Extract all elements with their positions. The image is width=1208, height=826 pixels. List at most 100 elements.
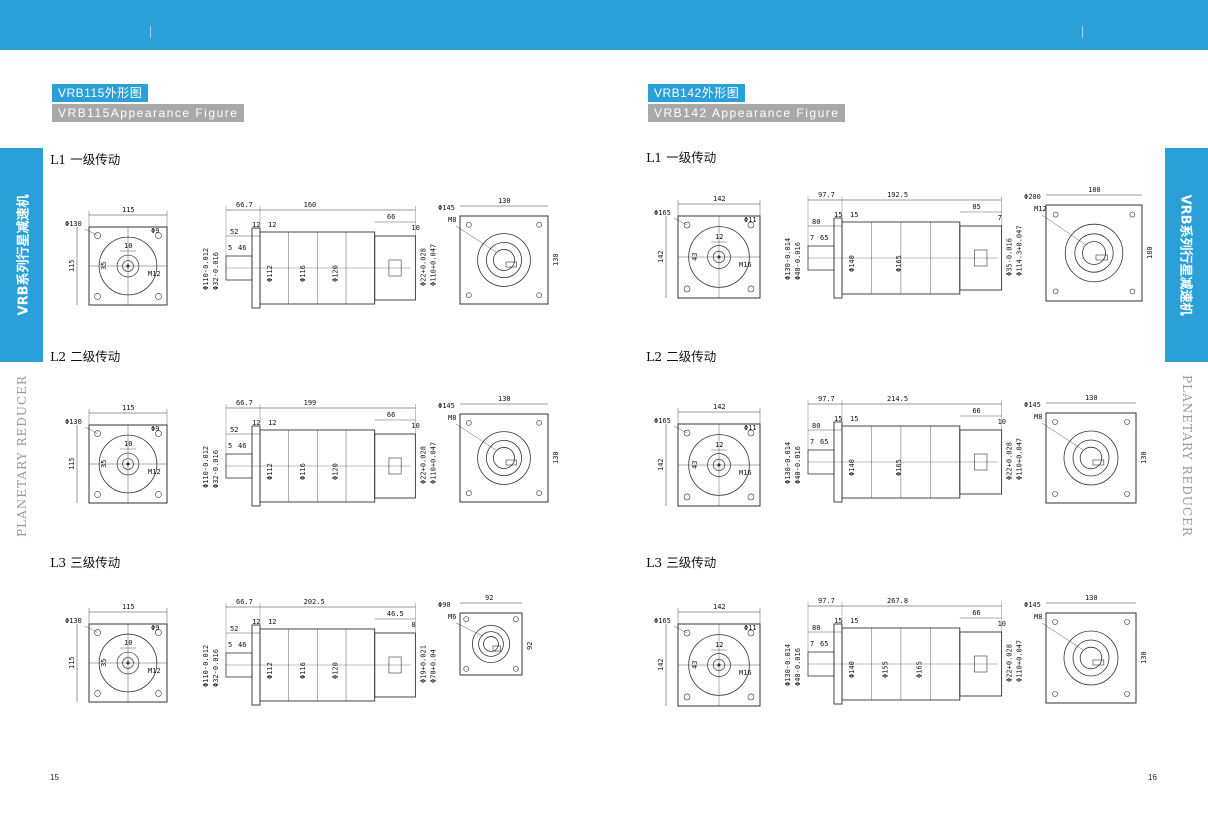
length-dim: 15: [850, 617, 858, 625]
flange-pcd: Φ145: [438, 204, 455, 212]
drawing-circle: [94, 491, 101, 498]
length-dim: 10: [998, 418, 1006, 426]
flange-size: 130: [1085, 594, 1098, 602]
left-page-title: VRB115外形图: [52, 84, 149, 102]
body-diameter: Φ112: [266, 463, 274, 480]
left-side-tab: VRB系列行星减速机: [0, 148, 43, 362]
drawing-outline: [459, 215, 549, 305]
drawing-circle: [471, 625, 510, 664]
hole-dim: Φ11: [744, 424, 757, 432]
flange-thread: M6: [448, 613, 456, 621]
drawing-outline: [1045, 204, 1143, 302]
flange-pcd: Φ145: [1024, 601, 1041, 609]
thread-dim: M12: [148, 270, 161, 278]
length-dim: 66: [387, 213, 395, 221]
drawing-outline: [1092, 659, 1105, 666]
drawing-circle: [493, 447, 515, 469]
hole-dim: Φ9: [151, 425, 159, 433]
right-side-tab: VRB系列行星减速机: [1165, 148, 1208, 362]
square-dim: 142: [713, 195, 726, 203]
drawing-circle: [1124, 691, 1130, 697]
pilot-dim: 43: [691, 661, 699, 669]
length-dim: 267.8: [887, 597, 908, 605]
flange-side: 130: [552, 451, 560, 464]
drawing-circle: [1124, 491, 1130, 497]
length-dim: 202.5: [304, 598, 325, 606]
length-dim: 15: [834, 617, 842, 625]
drawing-circle: [683, 429, 691, 437]
length-dim: 15: [850, 211, 858, 219]
length-dim: 65: [820, 438, 828, 446]
length-dim: 12: [252, 221, 260, 229]
drawing-outline: [388, 656, 402, 674]
left-diameter: Φ32-0.016: [212, 252, 220, 290]
body-diameter: Φ120: [332, 265, 340, 282]
drawing-line: [455, 622, 484, 637]
square-dim: 142: [713, 603, 726, 611]
length-dim: 5: [228, 641, 232, 649]
body-diameter: Φ112: [266, 662, 274, 679]
flange-thread: M8: [448, 414, 456, 422]
drawing-circle: [465, 222, 472, 228]
drawing-outline: [974, 453, 988, 471]
flange-side: 130: [1140, 451, 1148, 464]
drawing-outline: [374, 235, 416, 301]
thread-dim: M12: [148, 667, 161, 675]
body-diameter: Φ165: [915, 661, 923, 678]
left-diameter: Φ110-0.012: [202, 248, 210, 290]
drawing-circle: [465, 490, 472, 497]
drawing-circle: [1052, 491, 1058, 497]
left-diameter: Φ40-0.016: [794, 648, 802, 686]
drawing-outline: [492, 645, 501, 652]
drawing-circle: [94, 293, 101, 300]
right-diameter: Φ114.3+0.047: [1016, 225, 1024, 276]
left-diameter: Φ130-0.014: [784, 644, 792, 686]
drawing-circle: [155, 491, 162, 498]
flange-pcd: Φ200: [1024, 193, 1041, 201]
key-dim: 12: [715, 441, 723, 449]
drawing-circle: [1063, 430, 1119, 486]
left-section-1-label: L1 一级传动: [50, 152, 121, 167]
drawing-circle: [747, 429, 755, 437]
drawing-outline: [505, 459, 517, 466]
right-page-title: VRB142外形图: [648, 84, 746, 102]
length-dim: 15: [834, 211, 842, 219]
drawing-outline: [388, 259, 402, 277]
length-dim: 5: [228, 442, 232, 450]
drawing-line: [673, 425, 688, 434]
thread-dim: M16: [739, 469, 752, 477]
body-diameter: Φ155: [882, 661, 890, 678]
drawing-outline: [1095, 254, 1108, 261]
thread-dim: M16: [739, 669, 752, 677]
length-dim: 52: [230, 426, 238, 434]
side-dim: 142: [657, 458, 665, 471]
left-diameter: Φ32-0.016: [212, 649, 220, 687]
key-dim: 10: [124, 242, 132, 250]
length-dim: 10: [411, 224, 419, 232]
drawing-circle: [1124, 419, 1130, 425]
drawing-circle: [493, 249, 515, 271]
drawing-outline: [374, 632, 416, 698]
length-dim: 66: [387, 411, 395, 419]
right-diameter: Φ110+0.047: [429, 442, 437, 484]
drawing-outline: [459, 413, 549, 503]
drawing-circle: [155, 690, 162, 697]
pcd-dim: Φ130: [65, 418, 82, 426]
drawing-outline: [1045, 412, 1137, 504]
right-section-1-label: L1 一级传动: [646, 150, 717, 165]
drawing-circle: [465, 419, 472, 426]
length-dim: 85: [972, 203, 980, 211]
drawing-circle: [536, 490, 543, 497]
pilot-dim: 35: [100, 460, 108, 468]
thread-dim: M12: [148, 468, 161, 476]
drawing-circle: [485, 241, 522, 278]
body-diameter: Φ116: [299, 463, 307, 480]
flange-pcd: Φ90: [438, 601, 451, 609]
drawing-circle: [463, 665, 470, 672]
left-diameter: Φ110-0.012: [202, 446, 210, 488]
length-dim: 66.7: [236, 201, 253, 209]
length-dim: 214.5: [887, 395, 908, 403]
